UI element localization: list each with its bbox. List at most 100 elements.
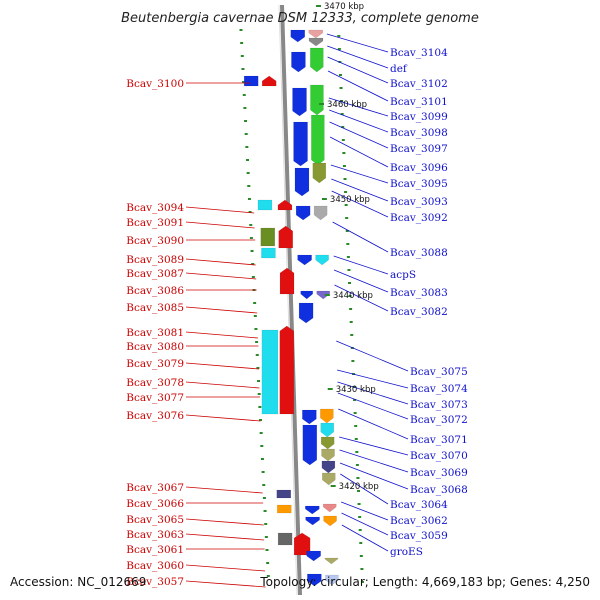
- gene-feature: [306, 550, 321, 562]
- gene-label-right: Bcav_3075: [410, 366, 468, 378]
- leader-line: [334, 284, 389, 312]
- leader-line: [326, 33, 389, 53]
- gene-feature: [257, 199, 273, 211]
- gene-label-left: Bcav_3085: [126, 302, 184, 314]
- genome-backbone: [280, 4, 302, 596]
- gene-label-right: def: [390, 63, 408, 75]
- gene-feature: [298, 302, 314, 324]
- gene-label-right: Bcav_3096: [390, 162, 448, 174]
- genome-stats-text: Topology: circular; Length: 4,669,183 bp…: [259, 575, 590, 589]
- gene-feature: [312, 162, 327, 184]
- gene-feature: [307, 573, 322, 587]
- leader-line: [185, 331, 259, 339]
- gene-feature: [294, 167, 310, 197]
- leader-line: [185, 258, 256, 266]
- gene-feature: [277, 199, 293, 211]
- label-layer: Bcav_3100Bcav_3094Bcav_3091Bcav_3090Bcav…: [126, 47, 468, 588]
- gene-label-right: Bcav_3072: [410, 414, 468, 426]
- gene-feature: [323, 515, 337, 527]
- gene-feature: [300, 290, 313, 300]
- gene-label-left: Bcav_3086: [126, 285, 184, 297]
- leader-line-layer: [185, 33, 409, 588]
- kbp-label: 3460 kbp: [327, 100, 367, 110]
- gene-feature: [260, 227, 276, 247]
- leader-line: [185, 206, 255, 214]
- gene-feature: [279, 325, 295, 415]
- gene-label-left: Bcav_3076: [126, 410, 184, 422]
- leader-line: [327, 45, 389, 69]
- leader-line: [337, 369, 409, 389]
- backbone-layer: [278, 4, 302, 596]
- gene-label-left: Bcav_3061: [126, 544, 184, 556]
- leader-line: [333, 269, 389, 293]
- leader-line: [185, 533, 265, 541]
- leader-line: [337, 392, 409, 420]
- gene-label-right: Bcav_3092: [390, 212, 448, 224]
- gene-feature: [315, 254, 329, 266]
- gene-feature: [302, 424, 318, 466]
- genome-title: Beutenbergia cavernae DSM 12333, complet…: [121, 11, 479, 26]
- gene-feature: [321, 460, 336, 474]
- gene-label-right: Bcav_3097: [390, 143, 448, 155]
- gene-feature: [322, 472, 336, 486]
- leader-line: [341, 501, 389, 521]
- leader-line: [331, 190, 389, 218]
- gene-label-right: Bcav_3083: [390, 287, 448, 299]
- gene-feature: [261, 75, 277, 87]
- gene-feature: [308, 37, 324, 47]
- gene-label-right: Bcav_3074: [410, 383, 468, 395]
- gene-label-left: Bcav_3057: [126, 576, 184, 588]
- gene-label-left: Bcav_3067: [126, 482, 184, 494]
- leader-line: [185, 381, 260, 389]
- leader-line: [185, 486, 263, 494]
- feature-layer: [243, 29, 339, 587]
- leader-line: [185, 272, 257, 280]
- gene-label-right: Bcav_3068: [410, 484, 468, 496]
- gene-label-left: Bcav_3063: [126, 529, 184, 541]
- gene-feature: [302, 409, 317, 425]
- gene-feature: [243, 75, 259, 87]
- gene-label-right: Bcav_3101: [390, 96, 448, 108]
- gene-label-left: Bcav_3081: [126, 327, 184, 339]
- leader-line: [339, 449, 409, 473]
- gene-label-right: Bcav_3069: [410, 467, 468, 479]
- accession-text: Accession: NC_012669: [10, 575, 146, 589]
- gene-feature: [313, 205, 328, 221]
- gene-feature: [324, 557, 339, 565]
- gene-feature: [320, 408, 334, 424]
- gene-feature: [277, 532, 293, 546]
- leader-line: [332, 221, 389, 253]
- leader-line: [339, 462, 409, 490]
- gene-feature: [278, 225, 293, 249]
- gene-label-left: Bcav_3079: [126, 358, 184, 370]
- kbp-label: 3420 kbp: [339, 482, 379, 492]
- gene-feature: [325, 574, 339, 586]
- gene-feature: [261, 329, 279, 415]
- gene-label-right: Bcav_3071: [410, 434, 468, 446]
- gene-feature: [305, 516, 320, 526]
- gene-label-right: Bcav_3088: [390, 247, 448, 259]
- gene-label-right: Bcav_3104: [390, 47, 448, 59]
- gene-label-right: acpS: [390, 269, 416, 281]
- gene-label-right: Bcav_3093: [390, 196, 448, 208]
- leader-line: [328, 97, 389, 117]
- gene-label-right: groES: [390, 546, 423, 558]
- gene-feature: [308, 29, 324, 39]
- kbp-label: 3470 kbp: [324, 2, 364, 12]
- gene-feature: [290, 29, 306, 43]
- gene-label-left: Bcav_3089: [126, 254, 184, 266]
- leader-line: [339, 436, 409, 456]
- gene-label-left: Bcav_3100: [126, 78, 184, 90]
- gene-label-right: Bcav_3082: [390, 306, 448, 318]
- gene-feature: [311, 114, 325, 166]
- leader-line: [329, 109, 389, 133]
- leader-line: [185, 221, 255, 229]
- gene-feature: [310, 84, 324, 116]
- gene-feature: [292, 87, 307, 117]
- leader-line: [338, 408, 409, 440]
- gene-feature: [321, 448, 335, 462]
- gene-feature: [316, 290, 330, 300]
- gene-label-left: Bcav_3087: [126, 268, 184, 280]
